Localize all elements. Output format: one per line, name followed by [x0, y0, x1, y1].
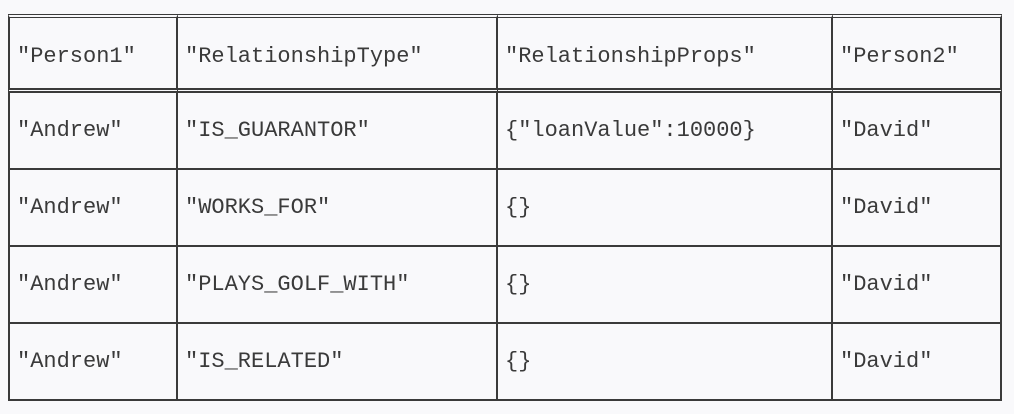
cell-person2: "David"	[833, 247, 1002, 324]
column-header-person2: "Person2"	[833, 14, 1002, 93]
column-header-relationship-props: "RelationshipProps"	[498, 14, 833, 93]
cell-relationship-type: "PLAYS_GOLF_WITH"	[178, 247, 498, 324]
query-result-table-frame: "Person1" "RelationshipType" "Relationsh…	[8, 14, 1002, 401]
cell-relationship-props: {}	[498, 247, 833, 324]
cell-relationship-props: {"loanValue":10000}	[498, 93, 833, 170]
cell-person2: "David"	[833, 324, 1002, 401]
column-header-person1: "Person1"	[8, 14, 178, 93]
cell-relationship-type: "WORKS_FOR"	[178, 170, 498, 247]
cell-person1: "Andrew"	[8, 93, 178, 170]
column-header-relationship-type: "RelationshipType"	[178, 14, 498, 93]
cell-relationship-props: {}	[498, 170, 833, 247]
table-header-row: "Person1" "RelationshipType" "Relationsh…	[8, 14, 1002, 93]
cell-person2: "David"	[833, 170, 1002, 247]
table-row: "Andrew" "IS_GUARANTOR" {"loanValue":100…	[8, 93, 1002, 170]
cell-person1: "Andrew"	[8, 247, 178, 324]
cell-relationship-type: "IS_RELATED"	[178, 324, 498, 401]
query-result-table: "Person1" "RelationshipType" "Relationsh…	[8, 14, 1002, 401]
table-row: "Andrew" "PLAYS_GOLF_WITH" {} "David"	[8, 247, 1002, 324]
cell-relationship-props: {}	[498, 324, 833, 401]
cell-person1: "Andrew"	[8, 170, 178, 247]
cell-relationship-type: "IS_GUARANTOR"	[178, 93, 498, 170]
table-row: "Andrew" "WORKS_FOR" {} "David"	[8, 170, 1002, 247]
table-row: "Andrew" "IS_RELATED" {} "David"	[8, 324, 1002, 401]
cell-person2: "David"	[833, 93, 1002, 170]
cell-person1: "Andrew"	[8, 324, 178, 401]
